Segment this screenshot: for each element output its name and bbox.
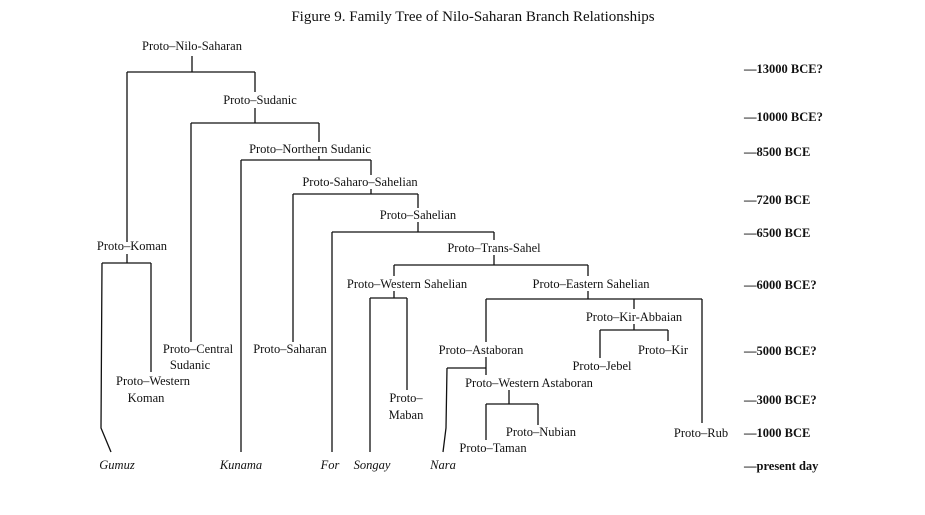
node-proto-western-koman-line2: Koman [128, 391, 166, 405]
connector [442, 357, 487, 453]
connector [331, 222, 495, 452]
timeline-label: —6000 BCE? [743, 278, 817, 292]
node-proto-taman: Proto–Taman [459, 441, 527, 455]
connector [240, 156, 372, 452]
connector [599, 324, 669, 358]
node-proto-western-sahelian: Proto–Western Sahelian [347, 277, 468, 291]
connector [100, 254, 152, 453]
proto-language-labels: Proto–Nilo-Saharan Proto–Sudanic Proto–N… [97, 39, 728, 455]
node-proto-central-sudanic: Proto–Central [163, 342, 234, 356]
node-proto-koman: Proto–Koman [97, 239, 168, 253]
figure-title: Figure 9. Family Tree of Nilo-Saharan Br… [291, 9, 654, 25]
leaf-nara: Nara [429, 458, 456, 472]
timeline-label: —6500 BCE [743, 226, 810, 240]
timeline-label: —10000 BCE? [743, 110, 823, 124]
node-proto-maban-line2: Maban [389, 408, 424, 422]
node-proto-nubian: Proto–Nubian [506, 425, 577, 439]
leaf-songay: Songay [354, 458, 391, 472]
connector [190, 108, 320, 342]
tree-connectors [100, 56, 703, 453]
node-proto-sudanic: Proto–Sudanic [223, 93, 297, 107]
node-proto-western-koman: Proto–Western [116, 374, 191, 388]
node-proto-western-astaboran: Proto–Western Astaboran [465, 376, 594, 390]
connector [393, 255, 589, 276]
timeline-label: —1000 BCE [743, 426, 810, 440]
node-proto-maban: Proto– [389, 391, 423, 405]
node-proto-central-sudanic-line2: Sudanic [170, 358, 211, 372]
node-proto-jebel: Proto–Jebel [572, 359, 632, 373]
timeline-label: —13000 BCE? [743, 62, 823, 76]
connector [485, 291, 703, 423]
connector [369, 291, 408, 452]
timeline-scale: —13000 BCE? —10000 BCE? —8500 BCE —7200 … [743, 62, 823, 473]
node-proto-nilo-saharan: Proto–Nilo-Saharan [142, 39, 243, 53]
connector [126, 56, 256, 242]
timeline-label: —present day [743, 459, 819, 473]
node-proto-rub: Proto–Rub [674, 426, 728, 440]
modern-language-labels: Gumuz Kunama For Songay Nara [99, 458, 456, 472]
timeline-label: —5000 BCE? [743, 344, 817, 358]
node-proto-sahelian: Proto–Sahelian [380, 208, 457, 222]
node-proto-saharan: Proto–Saharan [253, 342, 327, 356]
timeline-label: —3000 BCE? [743, 393, 817, 407]
connector [292, 189, 419, 342]
node-proto-kir: Proto–Kir [638, 343, 689, 357]
node-proto-northern-sudanic: Proto–Northern Sudanic [249, 142, 371, 156]
timeline-label: —8500 BCE [743, 145, 810, 159]
node-proto-astaboran: Proto–Astaboran [439, 343, 524, 357]
node-proto-saharo-sahelian: Proto-Saharo–Sahelian [302, 175, 418, 189]
node-proto-eastern-sahelian: Proto–Eastern Sahelian [533, 277, 651, 291]
timeline-label: —7200 BCE [743, 193, 810, 207]
leaf-kunama: Kunama [219, 458, 262, 472]
node-proto-trans-sahel: Proto–Trans-Sahel [447, 241, 541, 255]
leaf-for: For [320, 458, 340, 472]
node-proto-kir-abbaian: Proto–Kir-Abbaian [586, 310, 683, 324]
leaf-gumuz: Gumuz [99, 458, 135, 472]
connector [485, 390, 539, 440]
